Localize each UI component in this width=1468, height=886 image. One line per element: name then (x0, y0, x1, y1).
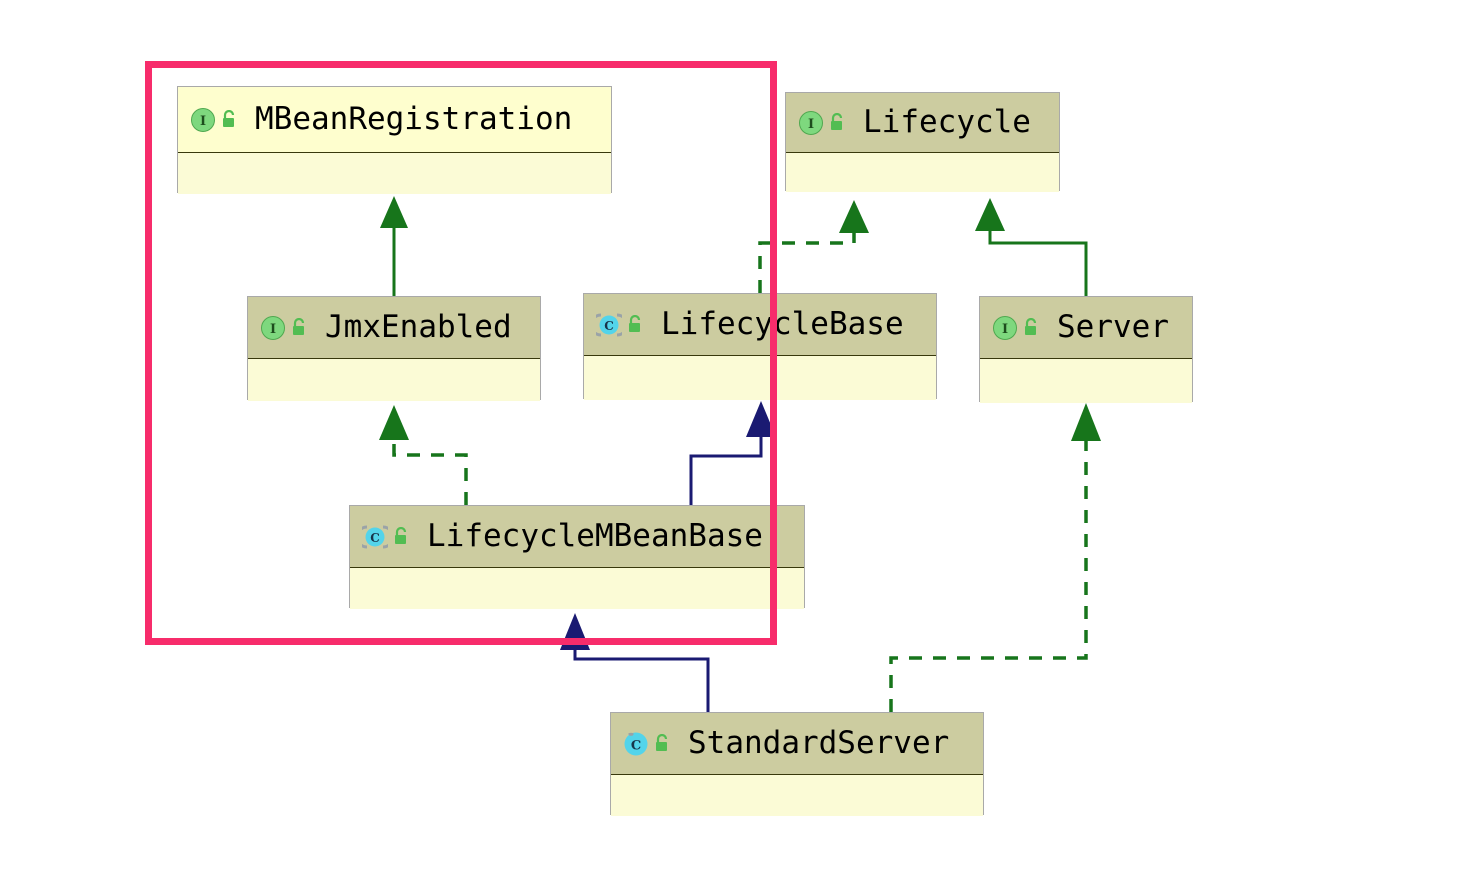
uml-node-body (786, 153, 1059, 192)
uml-node-jmx-enabled[interactable]: I JmxEnabled (247, 296, 541, 401)
unlocked-padlock-icon (291, 317, 309, 338)
uml-node-body (350, 568, 804, 609)
uml-node-title: MBeanRegistration (255, 101, 573, 137)
svg-text:I: I (808, 117, 814, 132)
uml-node-lifecycle-mbean-base[interactable]: C LifecycleMBeanBase (349, 505, 805, 609)
interface-icon: I (260, 315, 286, 341)
uml-node-lifecycle-base[interactable]: C LifecycleBase (583, 293, 937, 400)
uml-node-body (178, 153, 611, 194)
uml-node-title: Lifecycle (863, 104, 1031, 140)
uml-node-body (248, 359, 540, 401)
uml-node-header: I MBeanRegistration (178, 87, 611, 153)
uml-node-server[interactable]: I Server (979, 296, 1193, 403)
uml-node-lifecycle[interactable]: I Lifecycle (785, 92, 1060, 192)
uml-node-header: I JmxEnabled (248, 297, 540, 359)
uml-node-title: LifecycleMBeanBase (427, 518, 763, 554)
unlocked-padlock-icon (221, 109, 239, 130)
edge-server-extends-lifecycle (975, 198, 1088, 296)
highlight-rectangle (145, 61, 777, 645)
uml-node-header: C StandardServer (611, 713, 983, 775)
svg-text:C: C (631, 738, 641, 753)
interface-icon: I (992, 315, 1018, 341)
interface-icon: I (190, 107, 216, 133)
uml-node-header: C LifecycleMBeanBase (350, 506, 804, 568)
uml-node-body (980, 359, 1192, 403)
uml-node-body (611, 775, 983, 816)
unlocked-padlock-icon (393, 526, 411, 547)
uml-node-header: I Server (980, 297, 1192, 359)
svg-text:I: I (200, 114, 206, 129)
uml-node-header: C LifecycleBase (584, 294, 936, 356)
unlocked-padlock-icon (654, 733, 672, 754)
edge-standardserver-implements-server (889, 403, 1101, 712)
uml-node-title: JmxEnabled (325, 309, 512, 345)
uml-node-body (584, 356, 936, 400)
uml-node-standard-server[interactable]: C StandardServer (610, 712, 984, 816)
uml-node-title: LifecycleBase (661, 306, 904, 342)
unlocked-padlock-icon (1023, 317, 1041, 338)
uml-node-title: StandardServer (688, 725, 950, 761)
svg-text:C: C (604, 319, 614, 333)
class-icon: C (623, 731, 649, 757)
uml-node-mbean-registration[interactable]: I MBeanRegistration (177, 86, 612, 194)
svg-text:C: C (370, 531, 380, 545)
svg-text:I: I (1002, 322, 1008, 337)
svg-text:I: I (270, 322, 276, 337)
uml-node-title: Server (1057, 309, 1169, 345)
interface-icon: I (798, 110, 824, 136)
uml-node-header: I Lifecycle (786, 93, 1059, 153)
unlocked-padlock-icon (829, 112, 847, 133)
unlocked-padlock-icon (627, 314, 645, 335)
